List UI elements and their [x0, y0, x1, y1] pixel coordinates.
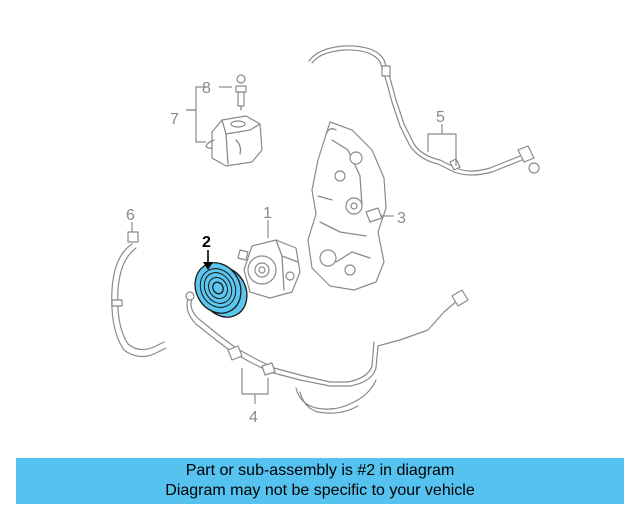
part-4-pressure-hose[interactable] [185, 289, 469, 414]
callout-bracket-7-8 [186, 86, 232, 143]
parts-diagram: 8 7 5 6 1 3 2 4 [111, 45, 540, 426]
part-3-engine-bracket[interactable] [307, 121, 387, 291]
callout-7: 7 [170, 111, 179, 128]
callout-leader-2 [203, 250, 213, 270]
part-2-pulley[interactable] [186, 255, 255, 326]
part-6-return-hose[interactable] [111, 231, 167, 358]
banner-line-disclaimer: Diagram may not be specific to your vehi… [165, 482, 475, 499]
callout-1: 1 [263, 205, 272, 222]
callout-6: 6 [126, 207, 135, 224]
info-banner: Part or sub-assembly is #2 in diagram Di… [16, 458, 624, 504]
callout-bracket-4 [241, 368, 269, 404]
callout-5: 5 [436, 109, 445, 126]
callout-4: 4 [249, 409, 258, 426]
banner-line-part: Part or sub-assembly is #2 in diagram [185, 462, 455, 479]
part-8-reservoir-cap[interactable] [235, 74, 247, 111]
callout-2: 2 [202, 234, 211, 251]
callout-3: 3 [397, 210, 406, 227]
callout-8: 8 [202, 80, 211, 97]
callout-bracket-5 [427, 124, 457, 166]
part-7-reservoir[interactable] [205, 115, 263, 167]
part-1-steering-pump[interactable] [237, 239, 301, 299]
part-5-pressure-line[interactable] [308, 45, 540, 176]
